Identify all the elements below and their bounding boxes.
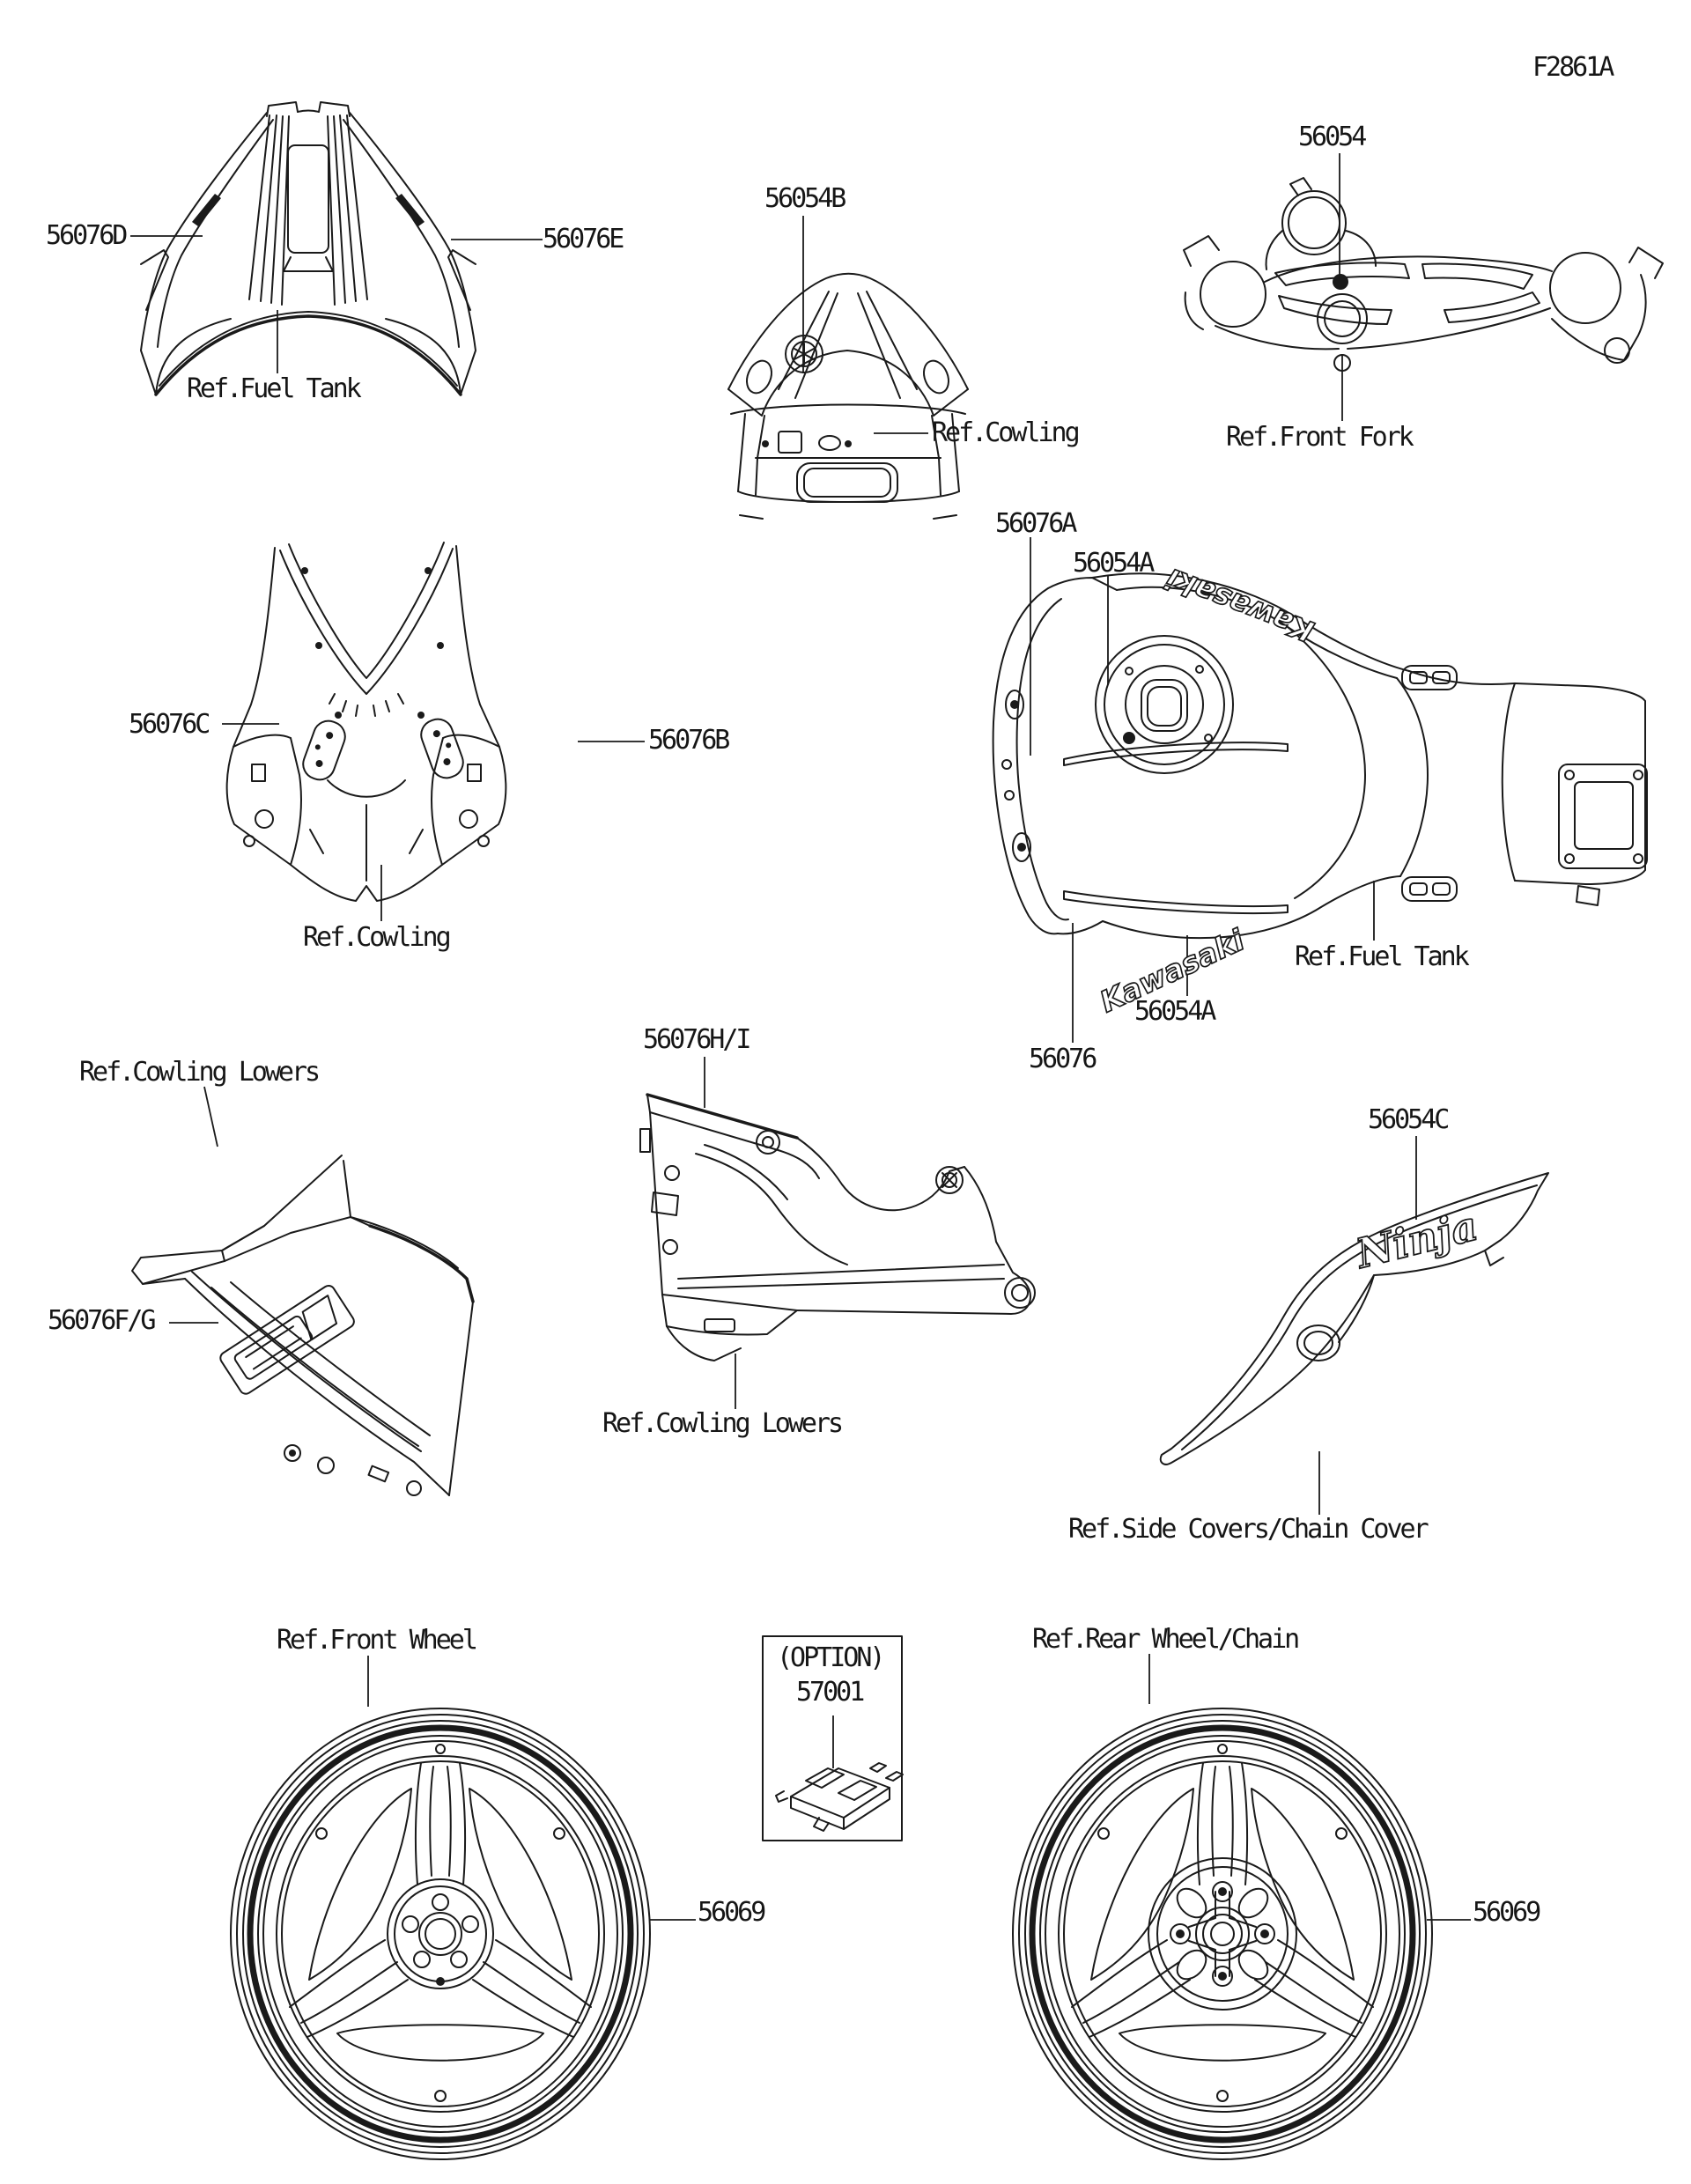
caption-front-fork: Ref.Front Fork	[1226, 422, 1414, 453]
caption-cowling-lowers-left: Ref.Cowling Lowers	[79, 1057, 321, 1088]
part-label-56076a: 56076A	[995, 508, 1077, 539]
front-wheel-drawing	[230, 1708, 651, 2160]
cowling-lower-right-drawing	[639, 1093, 1036, 1361]
part-label-56076b: 56076B	[648, 725, 730, 756]
part-label-56054a-upper: 56054A	[1073, 548, 1155, 579]
caption-cowling-lowers-right: Ref.Cowling Lowers	[602, 1408, 844, 1439]
part-label-56054a-lower: 56054A	[1134, 996, 1216, 1027]
cowling-lower-left-drawing	[131, 1155, 475, 1496]
caption-fuel-tank-top: Ref.Fuel Tank	[187, 373, 362, 404]
part-label-56076hi: 56076H/I	[643, 1024, 751, 1055]
part-label-56054b: 56054B	[764, 183, 846, 214]
side-cover-drawing: Ninja	[1159, 1172, 1549, 1465]
caption-side-covers: Ref.Side Covers/Chain Cover	[1068, 1514, 1429, 1545]
front-cowling-drawing	[727, 272, 969, 520]
part-label-56069-front: 56069	[698, 1897, 766, 1928]
caption-front-wheel: Ref.Front Wheel	[277, 1625, 478, 1656]
option-tool-drawing	[762, 1635, 904, 1841]
upper-cowling-drawing	[225, 542, 507, 902]
part-label-56069-rear: 56069	[1473, 1897, 1541, 1928]
part-label-56076fg: 56076F/G	[48, 1305, 156, 1336]
fuel-tank-top-cover-drawing	[140, 101, 476, 396]
page-code: F2861A	[1532, 52, 1614, 83]
option-tag: (OPTION)	[777, 1642, 885, 1673]
part-label-56076: 56076	[1029, 1044, 1097, 1074]
part-label-57001: 57001	[796, 1677, 865, 1708]
caption-upper-cowling: Ref.Cowling	[303, 922, 452, 953]
part-label-56076d: 56076D	[46, 220, 128, 251]
part-label-56076c: 56076C	[129, 709, 210, 740]
caption-cowling-front: Ref.Cowling	[932, 417, 1081, 448]
front-fork-clamp-drawing	[1183, 177, 1664, 372]
kawasaki-decal-upper: Kawasaki	[1161, 561, 1318, 649]
part-label-56054c: 56054C	[1368, 1104, 1450, 1135]
leader-line	[203, 1086, 218, 1147]
rear-wheel-drawing	[1013, 1708, 1432, 2159]
part-label-56054: 56054	[1298, 122, 1367, 152]
part-label-56076e: 56076E	[543, 224, 624, 255]
caption-fuel-tank: Ref.Fuel Tank	[1295, 941, 1470, 972]
caption-rear-wheel: Ref.Rear Wheel/Chain	[1032, 1624, 1300, 1655]
leader-lines	[130, 153, 1471, 1921]
